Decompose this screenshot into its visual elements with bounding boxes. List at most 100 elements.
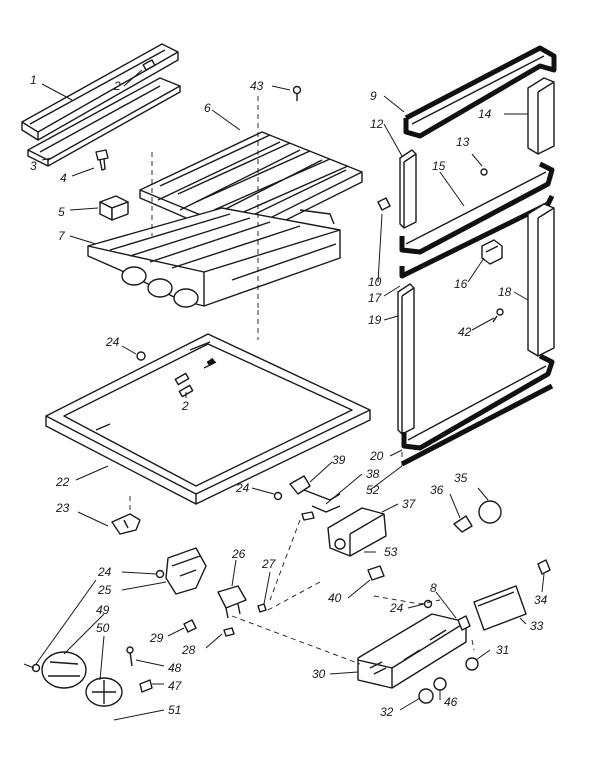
part-31-knob [465, 657, 479, 671]
label-12: 12 [370, 117, 384, 131]
part-19-left-trim-lower [397, 283, 415, 435]
label-1: 1 [30, 73, 37, 87]
assembly-lines [129, 96, 475, 665]
part-4-screw [95, 149, 109, 171]
part-18-right-trim [527, 203, 555, 357]
part-39-lamp-socket [289, 475, 341, 501]
part-2-clip-lower [174, 372, 194, 398]
part-37-light-housing [327, 507, 387, 557]
part-7-crisper-pan [87, 207, 341, 308]
part-33-panel [473, 585, 527, 631]
part-13-screw [480, 168, 488, 176]
label-8: 8 [430, 581, 437, 595]
part-22-shelf-frame [45, 333, 371, 505]
label-6: 6 [204, 101, 211, 115]
label-25: 25 [97, 583, 112, 597]
label-39: 39 [332, 453, 346, 467]
part-48-screw [126, 646, 134, 667]
label-13: 13 [456, 135, 470, 149]
label-28: 28 [181, 643, 196, 657]
part-10-clip [377, 197, 391, 211]
label-27: 27 [261, 557, 277, 571]
part-number-labels: 1 2 3 4 5 7 6 43 24 2 22 23 9 14 12 13 1… [30, 73, 548, 719]
label-31: 31 [496, 643, 509, 657]
part-29-screw [183, 619, 197, 633]
label-51: 51 [168, 703, 181, 717]
label-52: 52 [366, 483, 380, 497]
part-32-knob [418, 688, 434, 704]
label-24-b: 24 [235, 481, 250, 495]
part-24-nut-b [273, 491, 283, 501]
part-20-bottom-trim [401, 353, 555, 451]
part-40-spacer [367, 565, 385, 581]
part-24-nut-a [136, 351, 146, 361]
label-29: 29 [149, 631, 164, 645]
part-36-bulb [453, 515, 473, 533]
label-42: 42 [458, 325, 472, 339]
part-1-shelf-trim [21, 43, 179, 141]
part-8-screw [457, 615, 471, 631]
label-18: 18 [498, 285, 512, 299]
label-40: 40 [328, 591, 342, 605]
part-14-side-trim [527, 77, 555, 155]
label-34: 34 [534, 593, 548, 607]
label-17: 17 [368, 291, 383, 305]
label-16: 16 [454, 277, 468, 291]
part-24-nut-d [31, 663, 41, 673]
label-9: 9 [370, 89, 377, 103]
part-47-screw [139, 679, 153, 693]
label-24-d: 24 [389, 601, 404, 615]
label-35: 35 [454, 471, 468, 485]
part-3-trim-strip [27, 77, 181, 167]
part-12-left-trim [399, 149, 417, 229]
label-36: 36 [430, 483, 444, 497]
part-49-50-fan-motor [41, 651, 87, 689]
label-50: 50 [96, 621, 110, 635]
label-7: 7 [58, 229, 66, 243]
label-4: 4 [60, 171, 67, 185]
part-15-divider-trim [399, 161, 555, 255]
label-43: 43 [250, 79, 264, 93]
part-25-thermostat [165, 547, 207, 595]
part-16-hinge [481, 239, 503, 265]
part-42-screw [492, 308, 504, 323]
label-22: 22 [55, 475, 70, 489]
label-53: 53 [384, 545, 398, 559]
part-26-switch [217, 585, 247, 619]
label-23: 23 [55, 501, 70, 515]
label-24-a: 24 [105, 335, 120, 349]
part-9-top-trim [403, 45, 557, 139]
label-49: 49 [96, 603, 110, 617]
label-38: 38 [366, 467, 380, 481]
label-15: 15 [432, 159, 446, 173]
part-52-bottom-strip [400, 383, 554, 467]
part-30-control-housing [357, 613, 467, 689]
part-17-divider-lower [399, 194, 555, 279]
part-34-screw [537, 559, 551, 575]
label-2-lower: 2 [181, 399, 189, 413]
part-24-nut-c [155, 569, 165, 579]
label-32: 32 [380, 705, 394, 719]
label-19: 19 [368, 313, 382, 327]
label-24-c: 24 [97, 565, 112, 579]
part-35-bulb-globe [478, 500, 502, 524]
label-47: 47 [168, 679, 183, 693]
part-27-pin [257, 603, 267, 613]
part-38-wire [311, 505, 341, 513]
part-2-clip-top [142, 59, 156, 71]
label-48: 48 [168, 661, 182, 675]
label-46: 46 [444, 695, 458, 709]
part-5-block [99, 195, 129, 221]
part-46-knob [433, 677, 447, 691]
leader-lines [23, 69, 545, 721]
label-3: 3 [30, 159, 37, 173]
part-51-fan-blade [85, 677, 123, 707]
label-20: 20 [369, 449, 384, 463]
label-2-top: 2 [113, 79, 121, 93]
part-27-screw [301, 511, 315, 521]
part-43-screw [292, 85, 302, 101]
label-30: 30 [312, 667, 326, 681]
label-14: 14 [478, 107, 492, 121]
